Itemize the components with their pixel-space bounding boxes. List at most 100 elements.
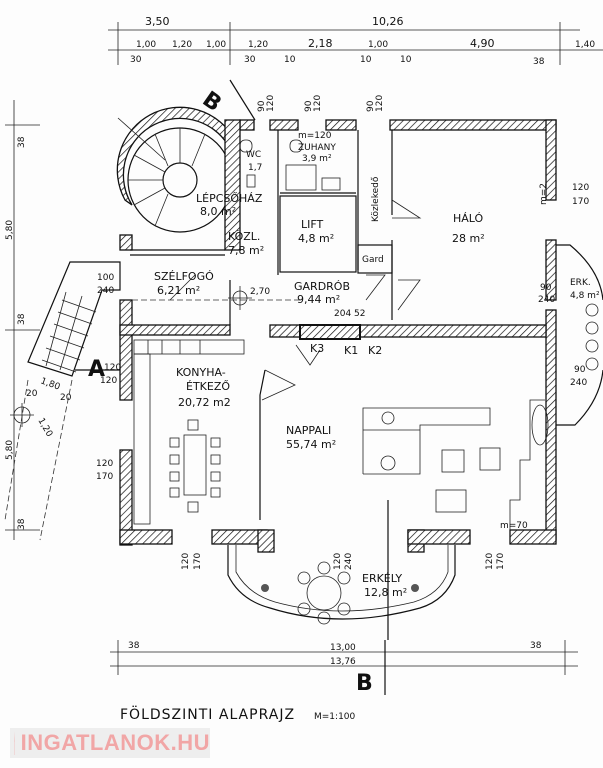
dim-left: 38 — [17, 518, 27, 530]
room-erk-area: 4,8 m² — [570, 291, 600, 301]
dim-window: 120 — [313, 95, 323, 112]
dim-opening: m=70 — [500, 521, 528, 531]
dim-part: 1,00 — [206, 40, 226, 50]
room-erkely-name: ERKÉLY — [362, 572, 402, 585]
room-kozlekedo-name: Közlekedő — [371, 176, 381, 222]
room-nappali-name: NAPPALI — [286, 424, 331, 437]
dim-opening: 90 — [574, 365, 586, 375]
top-dimensions: 3,50 10,26 1,00 1,20 1,00 1,20 2,18 1,00… — [130, 15, 595, 112]
dim-small: 10 — [400, 55, 412, 65]
room-wc-name: WC — [246, 150, 261, 160]
fireplace-k3: K3 — [310, 342, 324, 355]
section-line-b-top — [229, 79, 256, 121]
balcony-east — [556, 244, 603, 426]
bottom-dimensions: 38 13,00 13,76 38 — [128, 641, 542, 667]
dim-small: 10 — [284, 55, 296, 65]
dim-window: 90 — [304, 100, 314, 112]
room-lepcsohaz-area: 8,0 m² — [200, 205, 236, 218]
dim-part: 1,00 — [136, 40, 156, 50]
room-zuhany-note: m=120 — [298, 131, 332, 141]
room-gardrob-name: GARDRÓB — [294, 280, 350, 293]
level-marker: 2,70 — [228, 286, 270, 310]
dim-part: 4,90 — [470, 37, 495, 50]
dim-opening: 90 — [540, 283, 552, 293]
dim-left: 5,80 — [5, 220, 15, 240]
fireplace-labels: 204 52 K3 K1 K2 — [310, 309, 382, 357]
dim-opening: 240 — [344, 553, 354, 570]
bottom-dimension-lines — [110, 640, 578, 675]
room-labels: LÉPCSŐHÁZ 8,0 m² WC 1,7 m=120 ZUHANY 3,9… — [154, 131, 600, 599]
dim-opening: 120 — [181, 553, 191, 570]
dim-opening: 170 — [193, 553, 203, 570]
plan-scale: M=1:100 — [314, 712, 356, 722]
dim-left: 1,80 — [39, 376, 62, 392]
room-gard-name: Gard — [362, 255, 384, 265]
dim-opening: 120 — [104, 363, 121, 373]
kitchen-furniture — [133, 339, 245, 525]
dim-part: 2,18 — [308, 37, 333, 50]
partitions — [130, 130, 422, 640]
dim-left: 38 — [17, 136, 27, 148]
dim-part: 1,40 — [575, 40, 595, 50]
room-szelfogo-name: SZÉLFOGÓ — [154, 270, 214, 283]
dim-bottom: 13,76 — [330, 657, 356, 667]
dim-bottom: 13,00 — [330, 643, 356, 653]
room-konyha-name2: ÉTKEZŐ — [186, 379, 230, 393]
dim-opening: 120 — [572, 183, 589, 193]
room-konyha-name1: KONYHA- — [176, 366, 226, 379]
dim-opening: 100 — [97, 273, 114, 283]
dim-window: 120 — [266, 95, 276, 112]
dim-total: 10,26 — [372, 15, 404, 28]
dim-window: 120 — [375, 95, 385, 112]
fireplace-k1: K1 — [344, 344, 358, 357]
balcony-south — [227, 545, 456, 625]
dim-left: 38 — [17, 313, 27, 325]
top-dimension-lines — [108, 22, 603, 65]
left-dimension-lines — [5, 100, 40, 540]
dim-opening: 170 — [96, 472, 113, 482]
dim-small: 38 — [533, 57, 545, 67]
section-mark-b-bottom: B — [356, 671, 373, 696]
room-wc-area: 1,7 — [248, 163, 262, 173]
dim-left: 20 — [60, 393, 72, 403]
dim-left: 1,20 — [35, 417, 54, 440]
dim-opening: 170 — [496, 553, 506, 570]
room-zuhany-area: 3,9 m² — [302, 154, 332, 164]
fireplace-dims: 204 52 — [334, 309, 366, 319]
dim-opening: 120 — [485, 553, 495, 570]
room-nappali-area: 55,74 m² — [286, 438, 336, 451]
opening-dimensions: 100 240 120 120 120 170 120 170 90 240 9… — [96, 183, 589, 570]
room-halo-name: HÁLÓ — [453, 212, 484, 225]
dim-opening: 240 — [97, 286, 114, 296]
room-lepcsohaz-name: LÉPCSŐHÁZ — [196, 191, 263, 205]
sanitary-fixtures — [239, 139, 341, 191]
room-erk-name: ERK. — [570, 278, 591, 288]
dim-opening: 120 — [333, 553, 343, 570]
watermark-logo: INGATLANOK.HU — [10, 728, 210, 758]
walls — [119, 119, 557, 553]
dim-part: 1,20 — [248, 40, 268, 50]
dim-small: 10 — [360, 55, 372, 65]
watermark-text: INGATLANOK.HU — [20, 730, 210, 755]
dim-window: 90 — [257, 100, 267, 112]
room-lift-area: 4,8 m² — [298, 232, 334, 245]
plan-title: FÖLDSZINTI ALAPRAJZ — [120, 705, 295, 723]
dim-window: 90 — [366, 100, 376, 112]
dim-opening: 170 — [572, 197, 589, 207]
dim-small: 30 — [244, 55, 256, 65]
dim-bottom: 38 — [128, 641, 140, 651]
fireplace-k2: K2 — [368, 344, 382, 357]
dim-total: 3,50 — [145, 15, 170, 28]
dim-bottom: 38 — [530, 641, 542, 651]
living-room-furniture — [362, 399, 549, 530]
room-halo-area: 28 m² — [452, 232, 485, 245]
room-erkely-area: 12,8 m² — [364, 586, 407, 599]
dim-small: 30 — [130, 55, 142, 65]
house-icon — [14, 731, 15, 755]
room-lift-name: LIFT — [301, 218, 324, 231]
exterior-staircase — [4, 261, 121, 541]
dim-opening: 240 — [570, 378, 587, 388]
dim-left: 5,80 — [5, 440, 15, 460]
